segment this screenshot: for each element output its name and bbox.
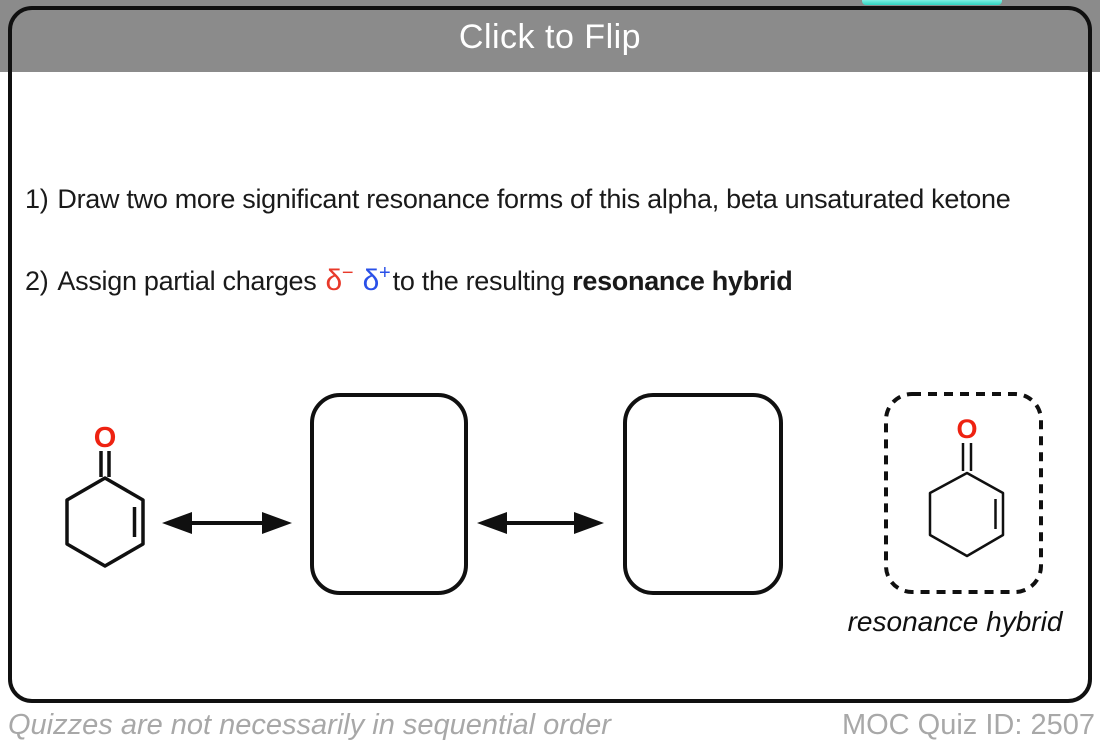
- delta-plus-symbol: δ+: [362, 262, 391, 297]
- delta-minus-symbol: δ−: [325, 262, 354, 297]
- oxygen-atom-label: O: [94, 422, 117, 454]
- resonance-hybrid-box: [884, 392, 1043, 594]
- footer-note: Quizzes are not necessarily in sequentia…: [8, 709, 611, 741]
- question-2-number: 2): [25, 266, 49, 296]
- quiz-id: MOC Quiz ID: 2507: [841, 709, 1095, 741]
- cyclohexenone-structure: [65, 451, 145, 568]
- flashcard[interactable]: [8, 6, 1092, 703]
- question-2: 2) Assign partial charges δ−δ+to the resul…: [25, 262, 793, 298]
- question-1: 1) Draw two more significant resonance fo…: [25, 184, 1011, 215]
- resonance-arrow-1: [162, 512, 292, 534]
- resonance-arrow-2: [477, 512, 604, 534]
- hybrid-oxygen-atom-label: O: [956, 414, 977, 444]
- question-2-bold: resonance hybrid: [572, 266, 793, 296]
- answer-box-2[interactable]: [623, 393, 783, 595]
- question-1-text: Draw two more significant resonance form…: [57, 184, 1011, 214]
- resonance-hybrid-caption: resonance hybrid: [847, 606, 1063, 637]
- question-2-prefix: Assign partial charges: [57, 266, 317, 296]
- answer-box-1[interactable]: [310, 393, 468, 595]
- question-1-number: 1): [25, 184, 49, 214]
- teal-button-peek[interactable]: [862, 0, 1002, 5]
- hybrid-cyclohexenone-structure: [928, 443, 1005, 558]
- question-2-middle: to the resulting: [392, 266, 573, 296]
